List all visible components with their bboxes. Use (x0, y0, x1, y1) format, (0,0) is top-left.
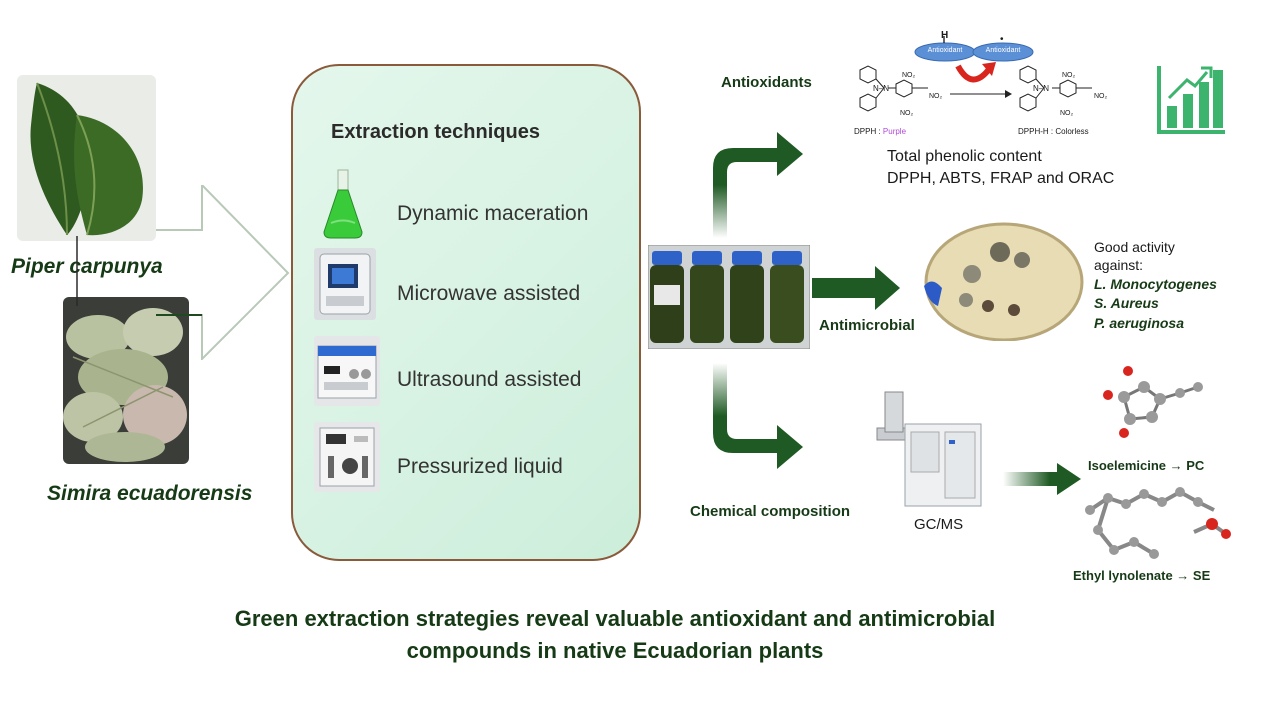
ultrasound-icon (314, 336, 380, 406)
flask-icon (321, 168, 365, 240)
o2n-right-bottom: NO₂ (1060, 110, 1074, 117)
dpph-color-text: Purple (882, 127, 907, 136)
organism-p-aeruginosa: P. aeruginosa (1094, 315, 1185, 331)
no2-left-top: NO₂ (902, 72, 916, 79)
branch-arrows (713, 132, 900, 469)
organism-s-aureus: S. Aureus (1094, 295, 1159, 311)
gcms-instrument-image (875, 384, 985, 509)
footer-line-2: compounds in native Ecuadorian plants (406, 638, 824, 663)
technique-pressurized-liquid: Pressurized liquid (397, 455, 563, 478)
dpph-label: DPPH : Purple (854, 127, 906, 136)
isoelemicine-label: Isoelemicine → PC (1088, 458, 1205, 473)
technique-ultrasound: Ultrasound assisted (397, 368, 582, 391)
extract-bottles-image (647, 244, 811, 350)
dpphh-label: DPPH-H : Colorless (1018, 127, 1089, 136)
chemical-composition-label: Chemical composition (690, 503, 851, 520)
assays-line-1: Total phenolic content (887, 148, 1042, 165)
connector-line (76, 236, 78, 306)
isoelemicine-molecule (1094, 357, 1204, 442)
technique-dynamic-maceration: Dynamic maceration (397, 202, 589, 225)
no2-right-top: NO₂ (1062, 72, 1076, 79)
growth-chart-icon (1157, 64, 1227, 134)
input-arrow-icon (156, 185, 290, 360)
radical-dot: • (1000, 34, 1004, 45)
antimicrobial-label: Antimicrobial (819, 317, 915, 334)
pressurized-extractor-icon (314, 422, 380, 492)
antioxidant-pill-left: Antioxidant (927, 47, 963, 54)
dpph-label-text: DPPH : (854, 127, 881, 136)
assays-line-2: DPPH, ABTS, FRAP and ORAC (887, 170, 1115, 187)
dpph-reaction-diagram (840, 30, 1140, 142)
no2-left-right: NO₂ (929, 93, 943, 100)
o2n-left-bottom: NO₂ (900, 110, 914, 117)
ethyl-linolenate-molecule (1084, 480, 1234, 565)
nn-label-left: N–N (873, 84, 890, 93)
organism-l-monocytogenes: L. Monocytogenes (1094, 276, 1217, 292)
ethyl-linolenate-label: Ethyl lynolenate → SE (1073, 568, 1211, 583)
activity-heading-1: Good activity (1094, 239, 1175, 255)
plant-label-simira: Simira ecuadorensis (47, 482, 253, 505)
no2-right-right: NO₂ (1094, 93, 1108, 100)
extraction-title: Extraction techniques (331, 121, 540, 143)
compound-arrow (1003, 463, 1081, 495)
footer-line-1: Green extraction strategies reveal valua… (234, 606, 996, 631)
h-atom-label: H (941, 30, 949, 41)
nn-label-right: N–N (1033, 84, 1050, 93)
gcms-label: GC/MS (914, 516, 964, 533)
petri-dish-image (922, 216, 1087, 342)
activity-heading-2: against: (1094, 257, 1144, 273)
microwave-icon (314, 248, 376, 320)
simira-leaves-image (63, 297, 189, 464)
antioxidants-label: Antioxidants (721, 74, 812, 91)
technique-microwave: Microwave assisted (397, 282, 581, 305)
plant-label-piper: Piper carpunya (11, 255, 163, 278)
piper-leaf-image (17, 75, 156, 241)
antioxidant-pill-right: Antioxidant (985, 47, 1021, 54)
